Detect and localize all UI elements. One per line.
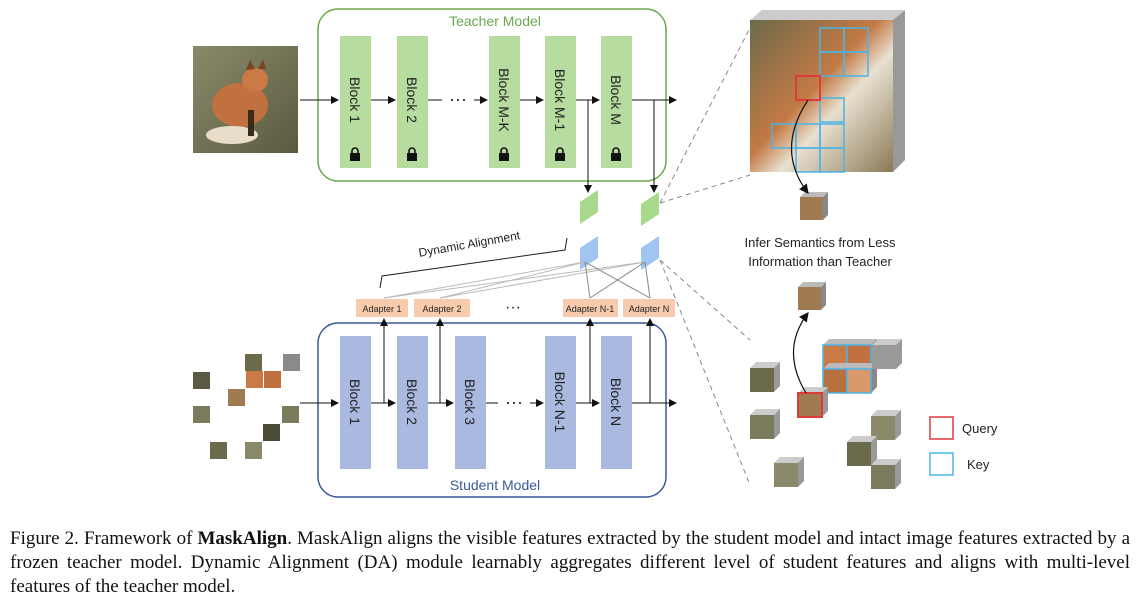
student-block-label: Block N — [608, 378, 624, 426]
masked-input-patches — [193, 354, 300, 459]
teacher-feature-1 — [580, 190, 598, 224]
legend-query-swatch — [929, 416, 954, 440]
adapters: Adapter 1 Adapter 2 ··· Adapter N-1 Adap… — [356, 299, 675, 317]
figure-caption: Figure 2. Framework of MaskAlign. MaskAl… — [10, 527, 1130, 599]
teacher-model-title: Teacher Model — [449, 13, 541, 29]
student-feature-2 — [641, 236, 659, 270]
student-block-label: Block 1 — [347, 379, 363, 425]
dynamic-alignment: Dynamic Alignment — [379, 228, 568, 289]
student-ellipsis: ··· — [505, 392, 523, 412]
teacher-feature-2 — [641, 192, 659, 226]
student-block-n: Block N — [601, 336, 632, 469]
adapter-label: Adapter 2 — [422, 304, 461, 314]
teacher-block-m-1: Block M-1 — [545, 36, 576, 168]
alignment-lines — [383, 261, 651, 299]
projection-lines — [659, 27, 751, 486]
teacher-block-label: Block M-1 — [552, 69, 568, 131]
student-retrieved-patch-cube — [798, 282, 826, 310]
lock-icon — [555, 147, 565, 161]
teacher-block-m: Block M — [601, 36, 632, 168]
student-model-box — [317, 322, 667, 498]
teacher-ellipsis: ··· — [449, 89, 467, 109]
student-block-label: Block 2 — [404, 379, 420, 425]
teacher-block-label: Block 2 — [404, 77, 420, 123]
student-feature-1 — [580, 236, 598, 270]
adapter-box — [414, 299, 470, 317]
adapter-box — [563, 299, 618, 317]
teacher-feature-cube — [750, 10, 905, 173]
infer-text-line2: Information than Teacher — [748, 254, 892, 269]
dynamic-alignment-brace — [379, 237, 568, 289]
lock-icon — [407, 147, 417, 161]
adapter-label: Adapter N — [629, 304, 670, 314]
attention-arrow-top — [791, 99, 809, 194]
adapter-label: Adapter N-1 — [566, 304, 615, 314]
student-block-label: Block 3 — [462, 379, 478, 425]
student-patch-cubes — [750, 339, 902, 489]
student-block-label: Block N-1 — [552, 372, 568, 433]
adapter-label: Adapter 1 — [362, 304, 401, 314]
input-image — [193, 46, 298, 153]
legend: Query Key — [929, 416, 998, 476]
lock-icon — [611, 147, 621, 161]
legend-query-label: Query — [962, 421, 998, 436]
caption-text: . MaskAlign aligns the visible features … — [10, 528, 1131, 597]
teacher-block-label: Block M — [608, 75, 624, 125]
caption-bold: MaskAlign — [197, 528, 288, 549]
retrieved-patch-cube — [800, 192, 828, 220]
dynamic-alignment-label: Dynamic Alignment — [418, 228, 522, 260]
adapter-box — [356, 299, 408, 317]
adapter-ellipsis: ··· — [505, 299, 521, 316]
lock-icon — [350, 147, 360, 161]
lock-icon — [499, 147, 509, 161]
teacher-arrows — [300, 96, 677, 193]
legend-key-swatch — [929, 452, 954, 476]
adapter-box — [623, 299, 675, 317]
student-block-2: Block 2 — [397, 336, 428, 469]
teacher-block-label: Block M-K — [496, 68, 512, 132]
student-model-title: Student Model — [450, 477, 540, 493]
teacher-block-1: Block 1 — [340, 36, 371, 168]
query-patch-student — [797, 392, 823, 418]
legend-key-label: Key — [967, 457, 990, 472]
teacher-model: Teacher Model Block 1 Block 2 ··· Block … — [300, 8, 677, 193]
framework-diagram: Teacher Model Block 1 Block 2 ··· Block … — [193, 8, 998, 498]
student-block-1: Block 1 — [340, 336, 371, 469]
student-arrows — [300, 318, 677, 407]
teacher-model-box — [317, 8, 667, 182]
teacher-block-label: Block 1 — [347, 77, 363, 123]
infer-text-line1: Infer Semantics from Less — [745, 235, 896, 250]
student-block-n-1: Block N-1 — [545, 336, 576, 469]
student-model: Student Model Block 1 Block 2 Block 3 ··… — [300, 318, 677, 498]
student-block-3: Block 3 — [455, 336, 486, 469]
caption-prefix: Figure 2. Framework of — [10, 528, 198, 549]
attention-arrow-bottom — [792, 312, 809, 394]
teacher-block-m-k: Block M-K — [489, 36, 520, 168]
teacher-block-2: Block 2 — [397, 36, 428, 168]
